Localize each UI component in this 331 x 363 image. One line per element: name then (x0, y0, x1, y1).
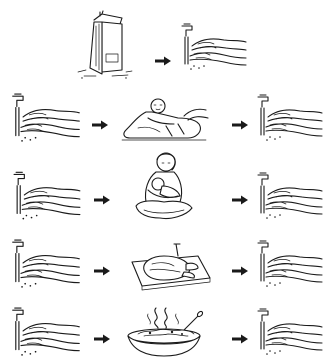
handwash-icon (10, 92, 84, 144)
arrow-icon (94, 195, 110, 205)
arrow-icon (232, 120, 248, 130)
handwash-icon (12, 170, 84, 222)
arrow-icon (94, 334, 110, 344)
arrow-icon (232, 334, 248, 344)
handwash-icon (256, 306, 326, 358)
arrow-icon (155, 56, 171, 66)
arrow-icon (232, 195, 248, 205)
handwash-icon (256, 92, 326, 144)
handwash-icon (10, 306, 84, 358)
baby-diaper-icon (118, 96, 210, 142)
handwash-icon (10, 238, 84, 290)
food-bowl-icon (124, 306, 204, 360)
handwash-icon (256, 238, 326, 290)
breastfeeding-icon (130, 150, 196, 222)
handwash-icon (256, 170, 326, 222)
raw-chicken-icon (128, 242, 214, 292)
arrow-icon (232, 266, 248, 276)
handwash-icon (180, 22, 250, 72)
latrine-icon (76, 10, 134, 80)
arrow-icon (92, 120, 108, 130)
arrow-icon (94, 266, 110, 276)
